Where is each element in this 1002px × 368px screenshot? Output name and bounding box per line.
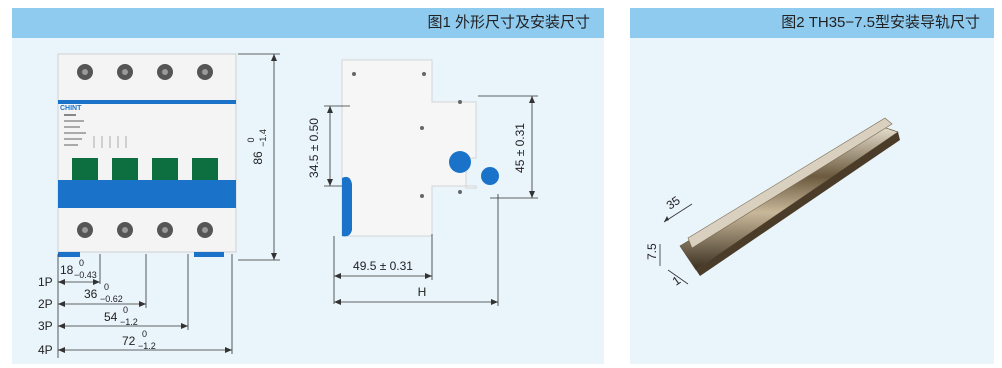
dim-1p-main: 18	[60, 263, 74, 277]
side-toggle	[342, 176, 352, 237]
pole-2p: 2P	[38, 297, 53, 311]
pole-3p: 3P	[38, 319, 53, 333]
pole-1p: 1P	[38, 275, 53, 289]
rail-thickness-dim: 1	[670, 273, 684, 288]
side-right-dim: 45 ± 0.31	[513, 123, 527, 173]
figure2-title: 图2 TH35−7.5型安装导轨尺寸	[630, 8, 994, 38]
pole-4p: 4P	[38, 343, 53, 357]
height-sub: −1.4	[258, 129, 268, 147]
width-dimensions: 1P 2P 3P 4P 18 0 −0.43 36 0 −0.62 54 0 −…	[38, 254, 233, 358]
figure1-title: 图1 外形尺寸及安装尺寸	[12, 8, 604, 38]
brand-label: CHINT	[60, 105, 82, 112]
figure2-panel: 图2 TH35−7.5型安装导轨尺寸 35 7.5 1	[630, 8, 994, 364]
rail-width-dim: 35	[664, 193, 683, 212]
breaker-front-view: CHINT	[57, 53, 237, 257]
dim-2p-sub: −0.62	[100, 294, 123, 304]
din-clip-knob-icon	[449, 151, 471, 173]
height-sup: 0	[246, 137, 256, 142]
dim-1p-sub: −0.43	[74, 270, 97, 280]
side-dimensions: 34.5 ± 0.50 45 ± 0.31 49.5 ± 0.31 H	[307, 95, 538, 306]
bottom-terminal-screws	[77, 222, 213, 238]
side-total-dim: H	[418, 285, 427, 299]
side-bottom-dim: 49.5 ± 0.31	[353, 259, 413, 273]
din-rail	[679, 117, 900, 276]
breaker-side-view	[341, 59, 499, 237]
breaker-toggles	[72, 158, 218, 180]
dim-3p-sub: −1.2	[120, 317, 138, 327]
dim-2p-main: 36	[84, 287, 98, 301]
figure1-panel: 图1 外形尺寸及安装尺寸 CHINT	[12, 8, 604, 364]
dim-4p-main: 72	[122, 334, 136, 348]
dim-2p-sup: 0	[104, 282, 109, 292]
dim-4p-sup: 0	[142, 329, 147, 339]
top-terminal-screws	[77, 64, 213, 80]
dim-1p-sup: 0	[79, 258, 84, 268]
side-upper-dim: 34.5 ± 0.50	[307, 118, 321, 178]
dim-4p-sub: −1.2	[138, 341, 156, 351]
rail-height-dim: 7.5	[645, 243, 659, 260]
height-dimension: 86 0 −1.4	[238, 53, 280, 261]
rail-dimensions: 35 7.5 1	[645, 193, 693, 288]
breaker-blue-band	[58, 180, 236, 208]
figure1-drawing: CHINT	[38, 53, 538, 358]
figure2-drawing: 35 7.5 1	[645, 117, 900, 288]
height-main: 86	[251, 151, 265, 165]
dim-3p-main: 54	[104, 310, 118, 324]
dim-3p-sup: 0	[123, 305, 128, 315]
label-area	[64, 114, 127, 148]
